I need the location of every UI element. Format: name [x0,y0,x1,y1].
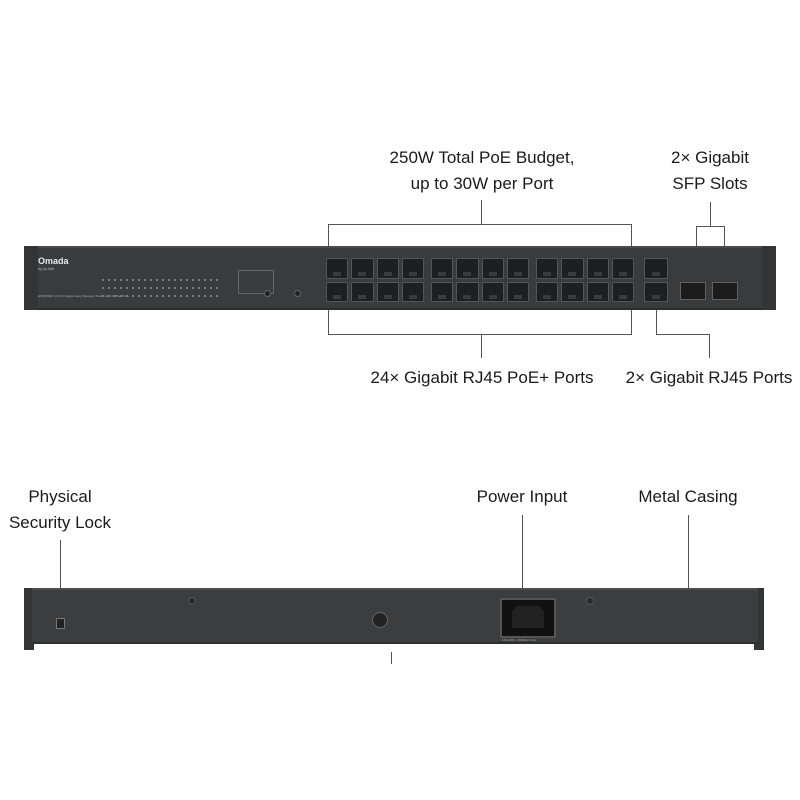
metal-casing-leader [688,515,689,589]
rj45-port[interactable] [376,258,399,279]
sfp-line1: 2× Gigabit [671,148,749,167]
poe-ports-block-2 [431,258,529,302]
rj45-leader-h [656,334,710,335]
poe-budget-leader-h [328,224,632,225]
rj45-port[interactable] [586,258,609,279]
switch-rear-panel: 100-240V~ 50/60Hz 4.0A [32,588,758,644]
security-lock-icon[interactable] [56,618,65,629]
rj45-uplink-port[interactable] [644,258,668,279]
switch-front-panel: Omada by tp-link ES52P8EP 24-Port Gigabi… [24,246,776,310]
poe-ports-leader-h [328,334,632,335]
brand-sub: by tp-link [38,266,55,271]
rj45-port[interactable] [401,281,424,302]
mode-button[interactable] [264,290,271,297]
power-input-leader [522,515,523,597]
uplink-rj45-block [644,258,668,302]
rear-ear-left [24,588,34,650]
power-input-label: Power Input [476,487,568,506]
poe-budget-leader-v [481,200,482,224]
mode-indicator-box [238,270,274,294]
led-row-2 [102,276,222,289]
rj45-port[interactable] [351,258,374,279]
rj45-port[interactable] [536,281,559,302]
poe-ports-label: 24× Gigabit RJ45 PoE+ Ports [370,368,594,387]
security-lock-line2: Security Lock [8,513,112,532]
screw-icon [586,597,594,605]
rj45-port[interactable] [456,258,479,279]
rear-ear-right [754,588,764,650]
rj45-port[interactable] [431,281,454,302]
rj45-port[interactable] [536,258,559,279]
rj45-port[interactable] [351,281,374,302]
reset-button[interactable] [294,290,301,297]
sfp-line2: SFP Slots [672,174,748,193]
rj45-port[interactable] [376,281,399,302]
poe-budget-label: 250W Total PoE Budget, up to 30W per Por… [370,145,594,197]
poe-budget-line2: up to 30W per Port [410,174,554,193]
power-socket-inlet [512,606,544,628]
rj45-port[interactable] [586,281,609,302]
led-row-1 [102,268,222,281]
rj45-port[interactable] [326,258,349,279]
rack-ear-right [762,246,776,310]
power-socket[interactable] [500,598,556,638]
model-text: ES52P8EP 24-Port Gigabit Easy Managed Sw… [38,294,130,298]
ground-screw-icon [372,612,388,628]
led-row-3 [102,284,222,297]
rj45-leader-l [656,310,657,334]
security-lock-label: Physical Security Lock [0,484,120,536]
rj45-port[interactable] [506,258,529,279]
rj45-port[interactable] [611,258,634,279]
sfp-slot-2[interactable] [712,282,738,300]
rj45-port[interactable] [456,281,479,302]
rj45-port[interactable] [481,281,504,302]
power-rating-text: 100-240V~ 50/60Hz 4.0A [502,638,536,642]
rj45-port[interactable] [326,281,349,302]
poe-budget-leader-r [631,224,632,250]
poe-budget-leader-l [328,224,329,250]
rack-ear-left [24,246,38,310]
brand-name: Omada [38,256,69,266]
sfp-leader-v [710,202,711,226]
rj45-leader-v [709,334,710,358]
rj45-port[interactable] [506,281,529,302]
rj45-port[interactable] [401,258,424,279]
security-lock-leader [60,540,61,612]
rj45-port[interactable] [431,258,454,279]
screw-icon [188,597,196,605]
sfp-leader-h [696,226,725,227]
poe-budget-line1: 250W Total PoE Budget, [389,148,575,167]
sfp-label: 2× Gigabit SFP Slots [655,145,765,197]
rj45-uplink-port[interactable] [644,281,668,302]
sfp-slot-1[interactable] [680,282,706,300]
poe-ports-leader-v [481,334,482,358]
rj45-port[interactable] [561,258,584,279]
rj45-port[interactable] [611,281,634,302]
security-lock-line1: Physical [28,487,92,506]
poe-ports-leader-r [631,310,632,334]
rj45-ports-label: 2× Gigabit RJ45 Ports [625,368,793,387]
rj45-port[interactable] [561,281,584,302]
rear-bottom-tick [391,652,392,664]
poe-ports-leader-l [328,310,329,334]
brand-logo: Omada by tp-link [38,256,69,271]
poe-ports-block-3 [536,258,634,302]
metal-casing-label: Metal Casing [638,487,738,506]
rj45-port[interactable] [481,258,504,279]
poe-ports-block-1 [326,258,424,302]
